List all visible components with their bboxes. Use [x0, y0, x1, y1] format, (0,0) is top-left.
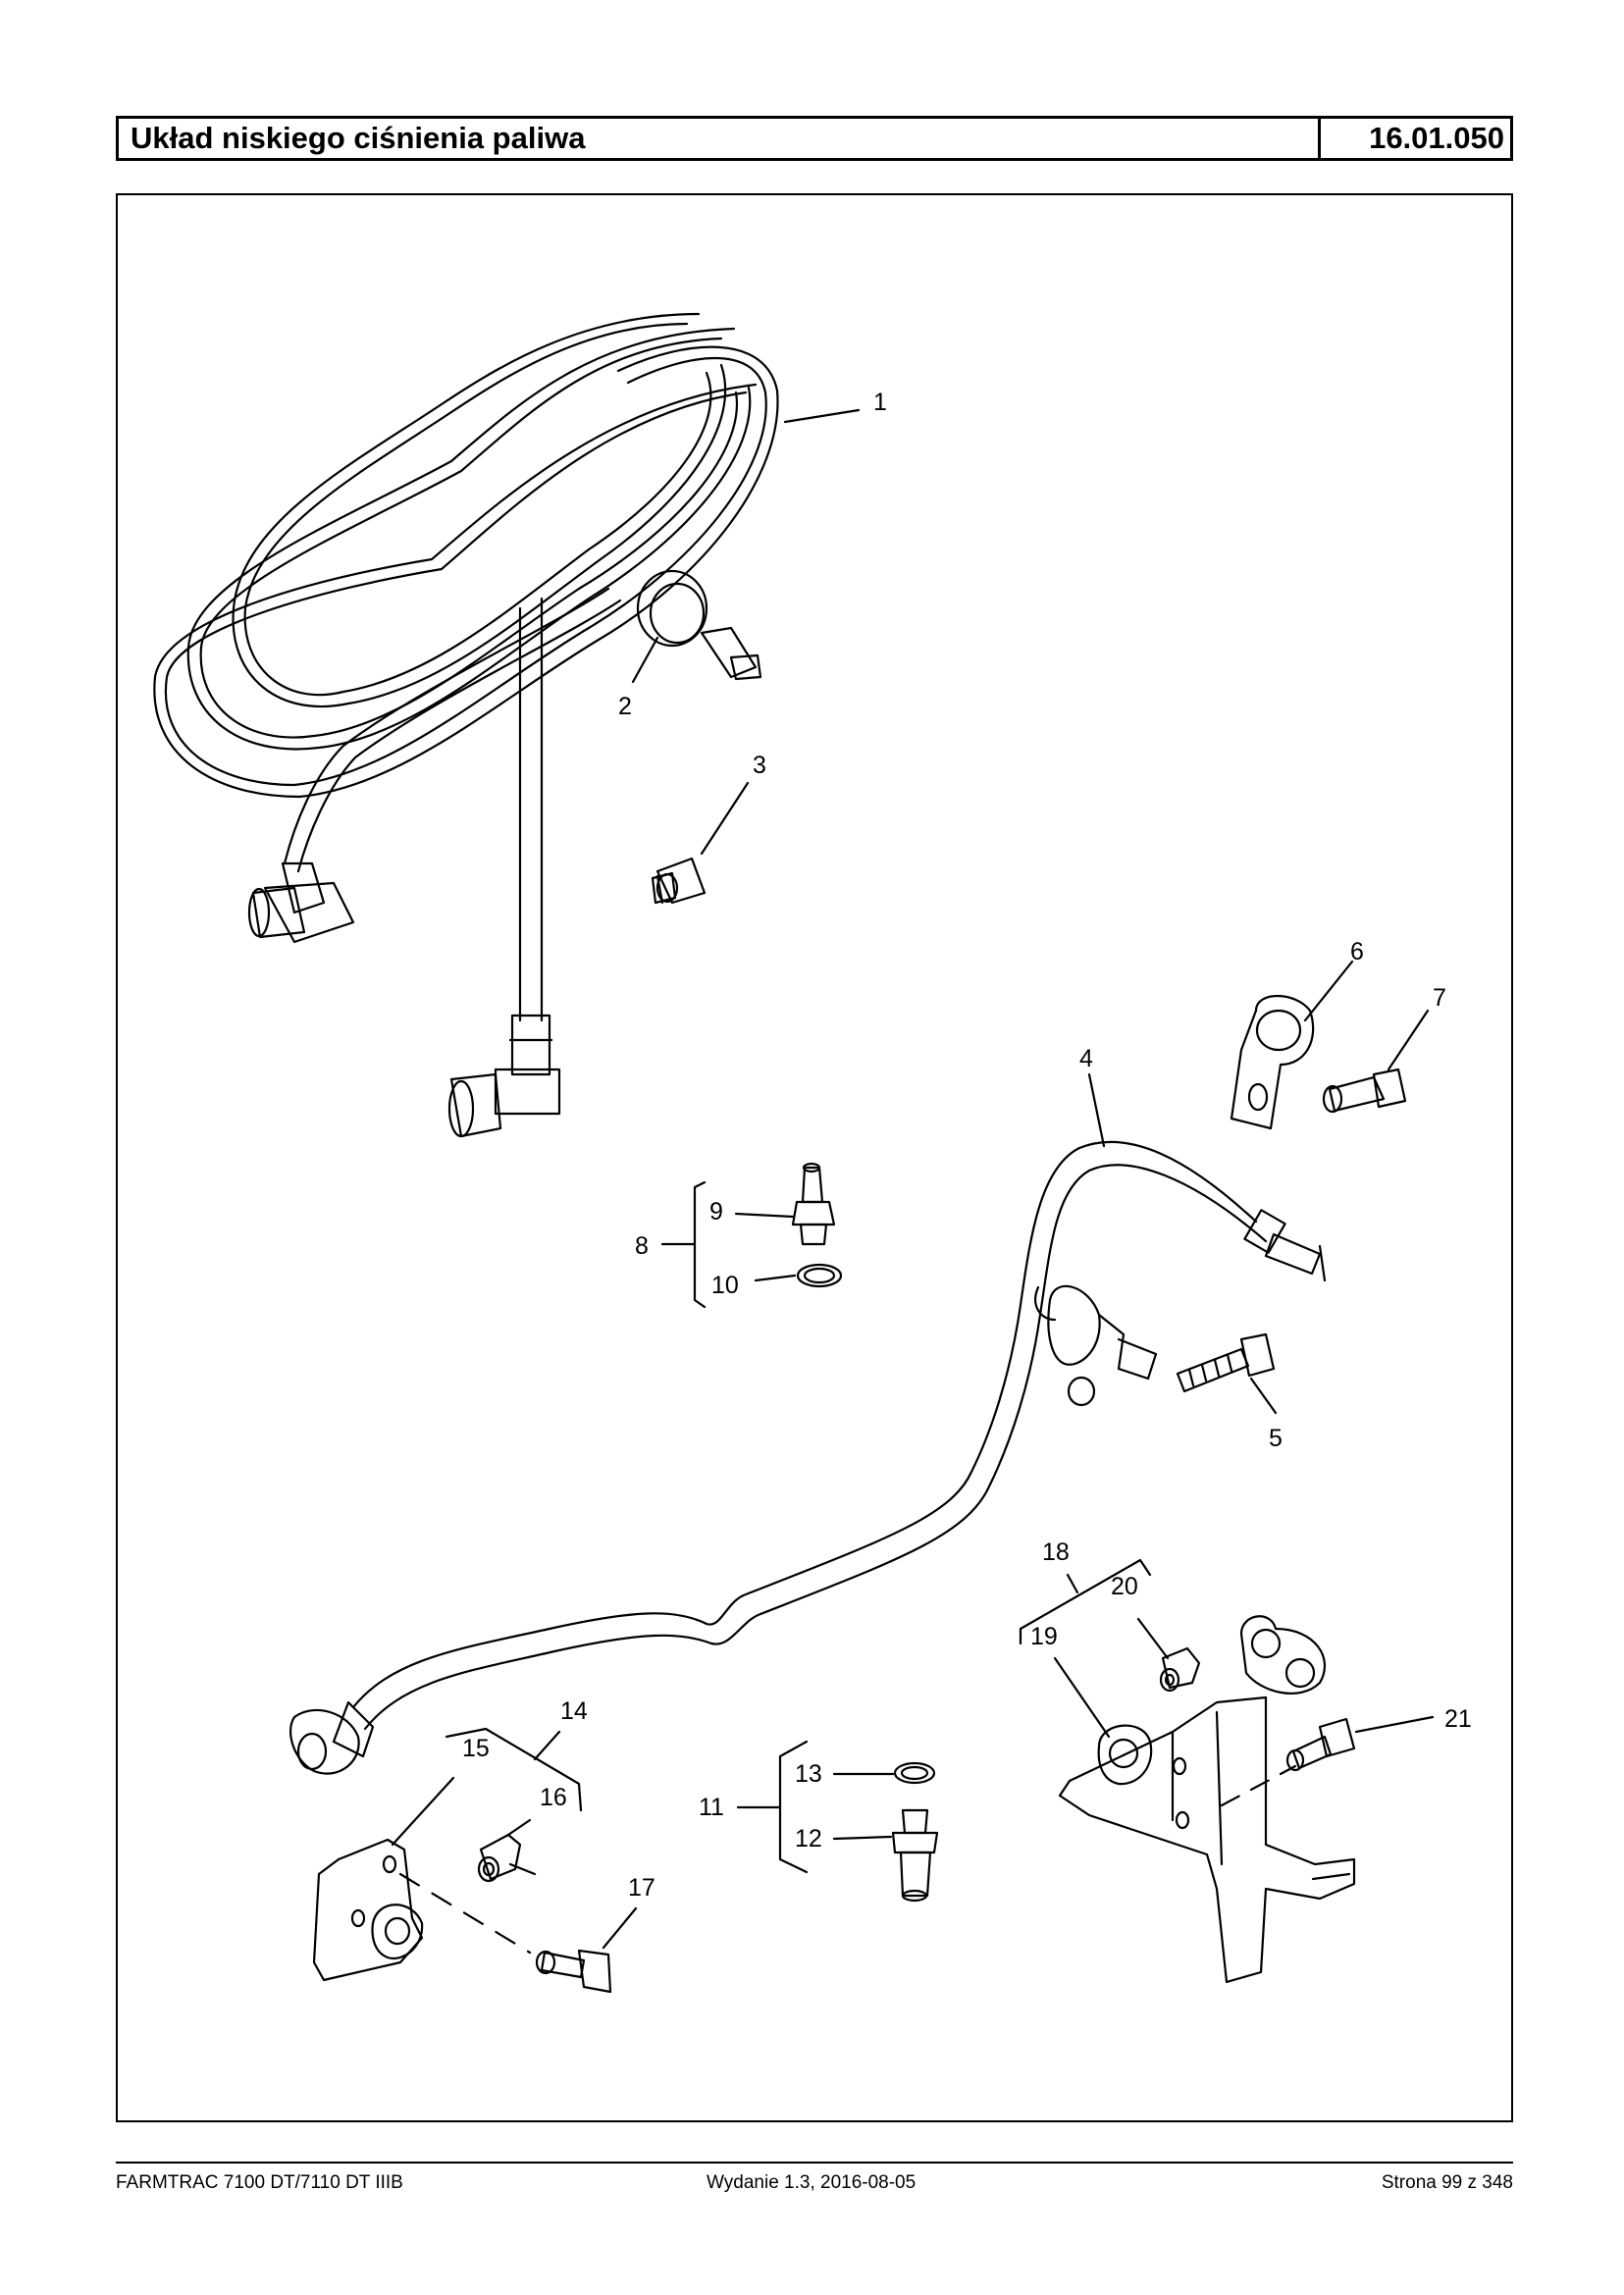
callout-14: 14	[560, 1697, 588, 1725]
part-10-seal-ring	[796, 1263, 843, 1288]
part-5-bolt	[1176, 1332, 1276, 1393]
leader-line-21	[1354, 1715, 1435, 1734]
callout-12: 12	[795, 1825, 822, 1852]
part-4-fuel-pipe	[289, 1140, 1327, 1775]
callout-15: 15	[462, 1735, 490, 1762]
leader-line-10	[754, 1274, 797, 1282]
bracket-8	[693, 1180, 707, 1309]
diagram-frame	[116, 193, 1513, 2122]
callout-2: 2	[618, 693, 632, 720]
part-16-clip	[477, 1833, 537, 1883]
footer-model: FARMTRAC 7100 DT/7110 DT IIIB	[116, 2172, 403, 2193]
leader-line-2	[631, 636, 659, 684]
bracket-18	[1019, 1558, 1152, 1645]
footer-page-number: Strona 99 z 348	[1381, 2172, 1513, 2193]
callout-17: 17	[628, 1874, 655, 1902]
part-19-bracket	[1058, 1615, 1356, 1984]
part-12-connector	[891, 1808, 939, 1903]
leader-line-6	[1303, 960, 1354, 1022]
callout-1: 1	[873, 389, 887, 416]
leader-line-3	[700, 781, 750, 856]
callout-3: 3	[753, 752, 766, 779]
page-title: Układ niskiego ciśnienia paliwa	[131, 121, 586, 155]
callout-13: 13	[795, 1760, 822, 1788]
callout-4: 4	[1079, 1045, 1093, 1072]
leader-line-20	[1136, 1617, 1170, 1660]
leader-line-19	[1053, 1656, 1111, 1739]
callout-8: 8	[635, 1232, 649, 1260]
part-20-clip	[1159, 1646, 1201, 1693]
leader-line-14	[533, 1730, 561, 1761]
part-13-seal-ring	[893, 1761, 936, 1785]
part-21-bolt	[1285, 1717, 1356, 1772]
callout-20: 20	[1111, 1573, 1138, 1600]
callout-18: 18	[1042, 1539, 1070, 1566]
footer-divider	[116, 2162, 1513, 2164]
leader-line-5	[1249, 1377, 1278, 1415]
part-15-bracket	[312, 1838, 424, 1982]
bracket-14	[445, 1727, 583, 1812]
leader-line-16	[506, 1818, 532, 1837]
leader-line-17	[602, 1906, 638, 1950]
leader-line-4	[1087, 1072, 1106, 1148]
part-1-hose-coil	[153, 312, 779, 1138]
callout-19: 19	[1030, 1623, 1058, 1650]
part-3-bolt	[651, 857, 707, 905]
callout-21: 21	[1444, 1705, 1472, 1733]
callout-10: 10	[711, 1272, 739, 1299]
callout-9: 9	[709, 1198, 723, 1226]
callout-11: 11	[699, 1794, 724, 1821]
footer-edition: Wydanie 1.3, 2016-08-05	[707, 2172, 917, 2193]
callout-16: 16	[540, 1784, 567, 1811]
assembly-line-17	[398, 1872, 532, 1955]
leader-line-18	[1066, 1573, 1079, 1594]
part-17-bolt	[535, 1949, 612, 1994]
section-code: 16.01.050	[1318, 119, 1510, 158]
leader-line-9	[734, 1212, 795, 1219]
page-header: Układ niskiego ciśnienia paliwa 16.01.05…	[116, 116, 1513, 161]
part-7-bolt	[1322, 1068, 1407, 1114]
callout-7: 7	[1433, 984, 1446, 1012]
part-6-pipe-clip	[1230, 994, 1315, 1130]
callout-6: 6	[1350, 938, 1364, 965]
leader-line-12	[832, 1835, 893, 1841]
leader-line-15	[391, 1776, 455, 1847]
part-2-hose-clamp	[636, 569, 762, 681]
callout-5: 5	[1269, 1425, 1283, 1452]
leader-line-7	[1387, 1009, 1430, 1071]
part-9-connector	[791, 1162, 836, 1246]
assembly-line-21	[1220, 1764, 1297, 1807]
leader-line-1	[783, 408, 861, 424]
